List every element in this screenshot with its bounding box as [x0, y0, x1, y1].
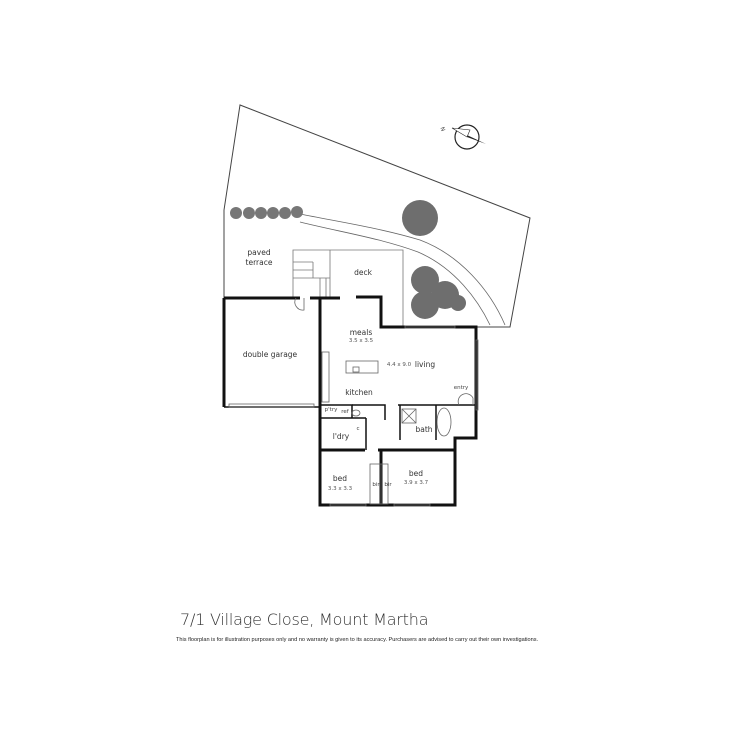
interior-walls	[224, 404, 476, 450]
garden-path-edge	[299, 221, 491, 326]
label-paved: paved	[247, 248, 270, 257]
north-arrow-icon: N	[439, 124, 486, 150]
property-boundary	[223, 104, 531, 328]
property-title: 7/1 Village Close, Mount Martha	[180, 610, 429, 629]
deck-outline	[292, 249, 404, 327]
hedge-trees	[230, 206, 303, 219]
label-living: living	[415, 360, 435, 369]
disclaimer: This floorplan is for illustration purpo…	[176, 637, 539, 643]
label-cupboard: c	[356, 426, 359, 432]
label-laundry: l'dry	[333, 432, 350, 441]
trees	[402, 200, 466, 319]
label-bed-2: bed	[409, 469, 423, 478]
label-bath: bath	[415, 425, 432, 434]
walls	[222, 295, 478, 507]
garden-path	[299, 213, 506, 326]
label-pantry: p'try	[325, 407, 338, 413]
compass-label: N	[439, 126, 446, 132]
label-bed-1: bed	[333, 474, 347, 483]
label-meals: meals	[350, 328, 373, 337]
label-double-garage: double garage	[243, 350, 298, 359]
label-bir-1: bir	[372, 482, 380, 488]
label-meals-dim: 3.5 x 3.5	[349, 338, 374, 344]
label-deck: deck	[354, 268, 372, 277]
label-living-dim: 4.4 x 9.0	[387, 362, 412, 368]
label-entry: entry	[454, 385, 469, 391]
label-ref: ref	[341, 409, 350, 415]
label-bir-2: bir	[384, 482, 392, 488]
label-bed-1-dim: 3.3 x 3.3	[328, 486, 353, 492]
label-terrace: terrace	[246, 258, 273, 267]
fixtures	[228, 297, 479, 507]
label-bed-2-dim: 3.9 x 3.7	[404, 480, 429, 486]
label-kitchen: kitchen	[345, 388, 373, 397]
